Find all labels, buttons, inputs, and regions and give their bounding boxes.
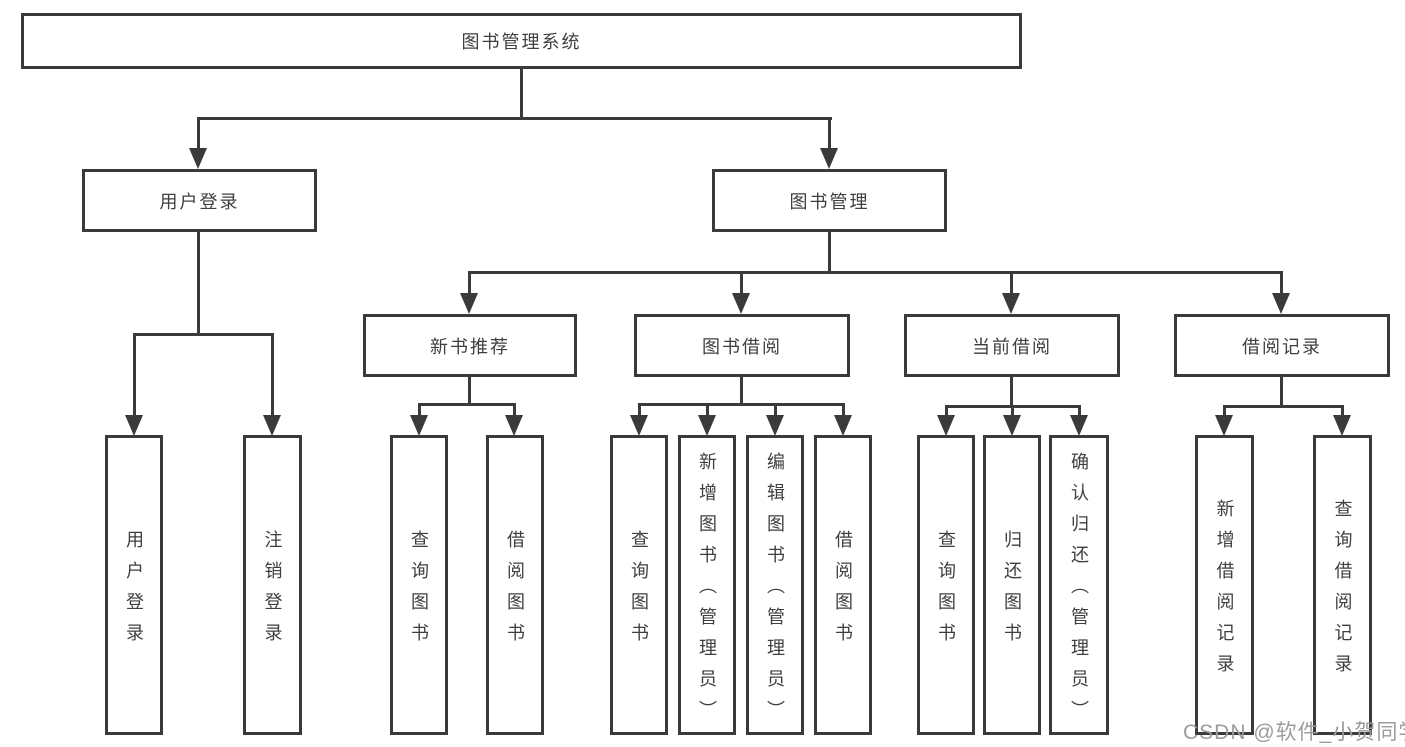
arrowhead-br-query-icon [1333,415,1351,436]
leaf-nbr-query-label: 查询图书 [409,529,429,654]
connector-book-mgmt-stem [828,231,831,273]
leaf-bb-add: 新增图书（管理员） [678,435,736,735]
leaf-login: 用户登录 [105,435,163,735]
arrowhead-book-borrow-icon [732,293,750,314]
arrowhead-new-book-rec-icon [460,293,478,314]
arrowhead-bb-borrow-icon [834,415,852,436]
connector-br-stem [1280,376,1283,407]
arrowhead-user-login-icon [189,148,207,169]
arrowhead-borrow-record-icon [1272,293,1290,314]
connector-bb-group-bar [638,403,845,406]
connector-current-borrow-shaft [1010,271,1013,295]
arrowhead-cb-return-icon [1003,415,1021,436]
connector-bb-borrow-shaft [842,403,845,417]
leaf-nbr-query: 查询图书 [390,435,448,735]
node-new-book-rec: 新书推荐 [363,314,577,377]
leaf-bb-query-label: 查询图书 [629,529,649,654]
connector-bb-edit-shaft [774,403,777,417]
node-book-mgmt: 图书管理 [712,169,947,232]
leaf-cb-confirm: 确认归还（管理员） [1049,435,1109,735]
leaf-cb-return: 归还图书 [983,435,1041,735]
leaf-bb-borrow: 借阅图书 [814,435,872,735]
connector-logout-shaft [271,333,274,417]
leaf-br-add-label: 新增借阅记录 [1214,498,1235,685]
leaf-bb-add-label: 新增图书（管理员） [697,452,717,731]
leaf-nbr-borrow: 借阅图书 [486,435,544,735]
leaf-cb-query-label: 查询图书 [936,529,956,654]
connector-book-borrow-shaft [740,271,743,295]
leaf-cb-confirm-label: 确认归还（管理员） [1069,452,1089,731]
leaf-logout-label: 注销登录 [262,529,283,654]
connector-br-group-bar [1223,405,1344,408]
leaf-logout: 注销登录 [243,435,302,735]
leaf-bb-borrow-label: 借阅图书 [833,529,853,654]
connector-nbr-stem [468,376,471,405]
connector-br-query-shaft [1341,405,1344,417]
connector-new-book-rec-shaft [468,271,471,295]
node-user-login: 用户登录 [82,169,317,232]
connector-borrow-record-shaft [1280,271,1283,295]
watermark: CSDN @软件_小贺同学 [1183,721,1405,744]
node-borrow-record: 借阅记录 [1174,314,1390,377]
connector-bb-stem [740,376,743,405]
arrowhead-nbr-query-icon [410,415,428,436]
arrowhead-book-mgmt-icon [820,148,838,169]
connector-cb-query-shaft [945,405,948,417]
connector-login-shaft [133,333,136,417]
connector-root-stem [520,68,523,120]
leaf-br-query-label: 查询借阅记录 [1332,498,1353,685]
leaf-nbr-borrow-label: 借阅图书 [505,529,525,654]
arrowhead-logout-icon [263,415,281,436]
arrowhead-nbr-borrow-icon [505,415,523,436]
connector-nbr-borrow-shaft [513,403,516,417]
node-current-borrow: 当前借阅 [904,314,1120,377]
arrowhead-bb-query-icon [630,415,648,436]
arrowhead-bb-edit-icon [766,415,784,436]
leaf-cb-return-label: 归还图书 [1002,529,1022,654]
arrowhead-bb-add-icon [698,415,716,436]
leaf-login-label: 用户登录 [124,529,144,654]
connector-cb-return-shaft [1011,405,1014,417]
leaf-br-query: 查询借阅记录 [1313,435,1372,735]
node-book-mgmt-label: 图书管理 [789,191,870,212]
arrowhead-current-borrow-icon [1002,293,1020,314]
arrowhead-br-add-icon [1215,415,1233,436]
node-new-book-rec-label: 新书推荐 [430,336,510,357]
connector-br-add-shaft [1223,405,1226,417]
arrowhead-cb-query-icon [937,415,955,436]
node-root-label: 图书管理系统 [461,32,582,52]
connector-nbr-query-shaft [418,403,421,417]
connector-cb-confirm-shaft [1078,405,1081,417]
leaf-bb-query: 查询图书 [610,435,668,735]
node-root: 图书管理系统 [21,13,1022,69]
node-book-borrow: 图书借阅 [634,314,850,377]
connector-level2-bar [198,117,832,120]
arrowhead-login-icon [125,415,143,436]
connector-bb-query-shaft [638,403,641,417]
node-user-login-label: 用户登录 [159,191,240,212]
node-current-borrow-label: 当前借阅 [972,336,1052,357]
leaf-cb-query: 查询图书 [917,435,975,735]
connector-cb-stem [1010,376,1013,407]
connector-level3-bar [469,271,1282,274]
node-book-borrow-label: 图书借阅 [702,336,782,357]
connector-nbr-group-bar [418,403,516,406]
connector-user-login-stem [197,231,200,335]
connector-login-group-bar [133,333,274,336]
connector-user-login-shaft [197,117,200,151]
arrowhead-cb-confirm-icon [1070,415,1088,436]
connector-bb-add-shaft [706,403,709,417]
node-borrow-record-label: 借阅记录 [1242,336,1322,357]
leaf-br-add: 新增借阅记录 [1195,435,1254,735]
leaf-bb-edit: 编辑图书（管理员） [746,435,804,735]
leaf-bb-edit-label: 编辑图书（管理员） [765,452,785,731]
connector-book-mgmt-shaft [828,117,831,151]
